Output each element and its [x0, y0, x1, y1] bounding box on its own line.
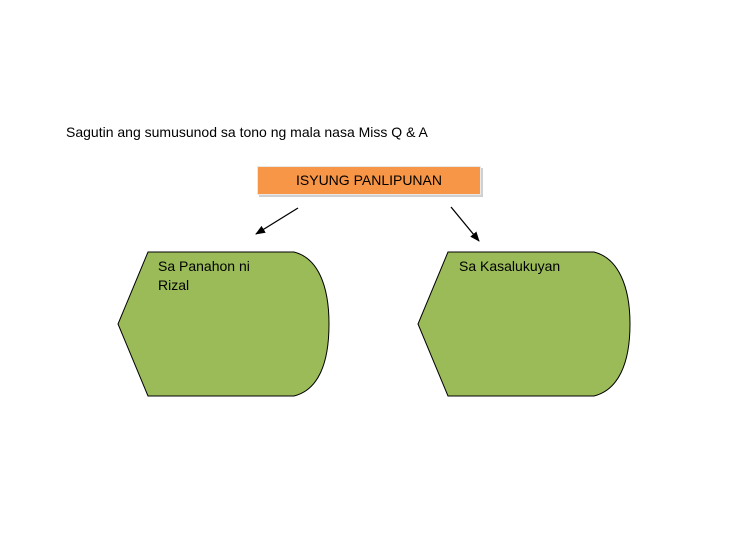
- left-shape-label-line1: Sa Panahon ni: [158, 258, 250, 274]
- left-shape-label-line2: Rizal: [158, 277, 190, 293]
- right-shape-label: Sa Kasalukuyan: [459, 257, 589, 276]
- shape-left-display: [117, 251, 330, 397]
- shape-right-display: [417, 251, 631, 397]
- instruction-text: Sagutin ang sumusunod sa tono ng mala na…: [66, 124, 428, 140]
- title-box: ISYUNG PANLIPUNAN: [257, 166, 481, 195]
- right-shape-label-line1: Sa Kasalukuyan: [459, 258, 561, 274]
- arrow-left: [255, 207, 299, 235]
- left-shape-label: Sa Panahon ni Rizal: [158, 257, 278, 295]
- arrow-right: [450, 206, 480, 242]
